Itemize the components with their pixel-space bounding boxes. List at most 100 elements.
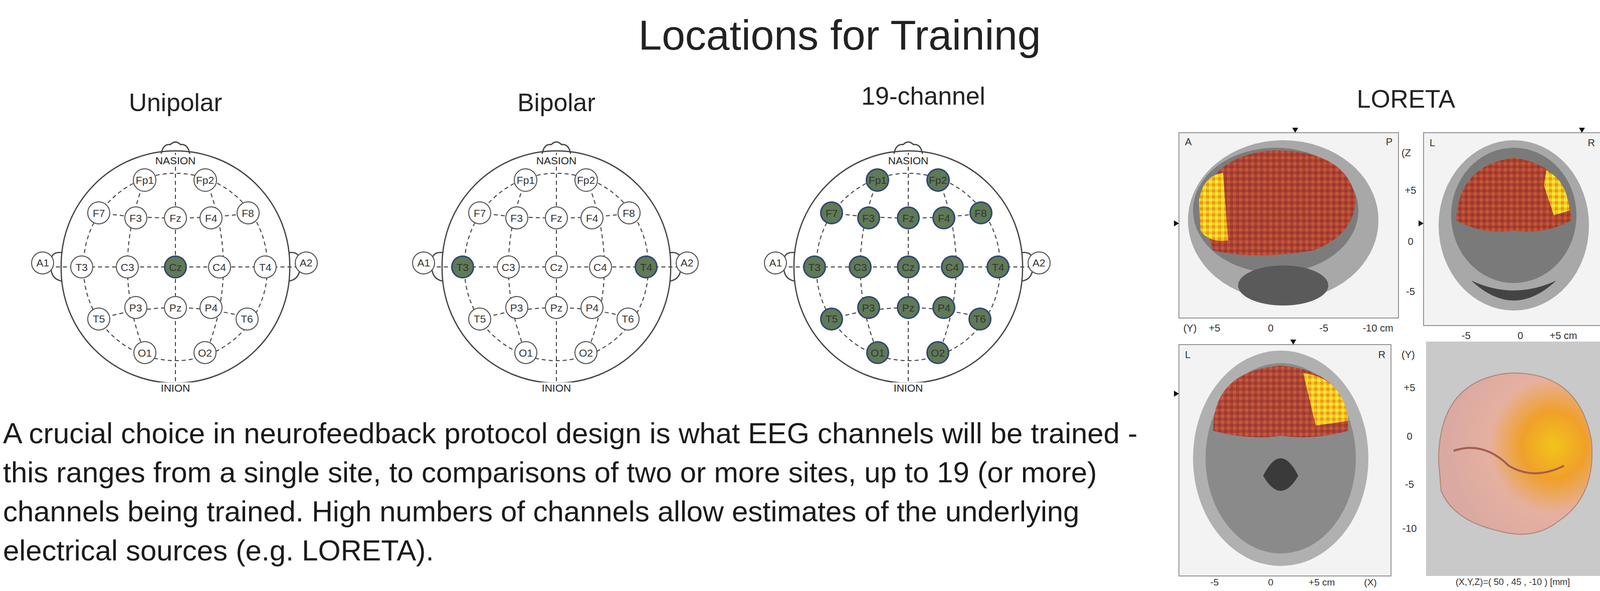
electrode-label: Fz	[550, 213, 562, 224]
electrode-label: O2	[930, 347, 945, 359]
panel-heading: 19-channel	[861, 82, 985, 111]
electrode-circle: T4	[634, 255, 658, 279]
axis-label: L	[1184, 349, 1191, 361]
electrode-circle: Fz	[163, 206, 187, 230]
electrode-circle: F3	[857, 206, 881, 230]
electrode-circle: F4	[199, 206, 223, 230]
panel-heading: LORETA	[1356, 85, 1456, 114]
electrode-circle: P4	[932, 296, 956, 320]
axis-label: (Y)	[1401, 349, 1416, 361]
axis-label: P	[1385, 136, 1393, 148]
electrode-circle: T6	[968, 307, 992, 331]
head-outline	[894, 142, 923, 154]
electrode-label: Fp2	[576, 174, 595, 186]
electrode-label: T3	[808, 262, 821, 273]
electrode-circle: A2	[1027, 251, 1051, 275]
axis-label: 0	[1267, 322, 1274, 334]
electrode-circle: C3	[496, 255, 520, 279]
electrode-label: O1	[137, 347, 152, 359]
electrode-circle: O1	[133, 341, 157, 365]
electrode-circle: P3	[505, 296, 529, 320]
electrode-label: P3	[510, 302, 524, 314]
electrode-label: F3	[862, 213, 875, 224]
electrode-label: T4	[259, 262, 272, 273]
electrode-circle: Fp2	[193, 168, 218, 192]
electrode-circle: C4	[940, 255, 964, 279]
axis-label: (Y)	[1183, 322, 1197, 334]
electrode-label: A1	[417, 257, 431, 269]
electrode-circle: F7	[820, 201, 844, 225]
electrode-label: Pz	[169, 302, 182, 314]
axis-label: -5	[1210, 577, 1220, 589]
electrode-label: P4	[585, 302, 599, 314]
electrode-circle: Fp1	[513, 168, 538, 192]
axis-label: R	[1378, 349, 1386, 361]
electrode-circle: Fz	[544, 206, 568, 230]
electrode-label: F8	[974, 208, 987, 219]
electrode-label: T5	[473, 313, 487, 325]
electrode-label: A1	[768, 257, 782, 269]
head-outline	[793, 150, 1023, 384]
axis-label: +5	[1209, 322, 1221, 334]
electrode-circle: T6	[616, 307, 640, 331]
electrode-label: F8	[622, 208, 636, 219]
electrode-circle: T3	[803, 255, 827, 279]
electrode-circle: Fp1	[865, 168, 890, 192]
electrode-circle: A1	[412, 251, 436, 275]
electrode-circle: P4	[580, 296, 604, 320]
electrode-label: T4	[991, 262, 1005, 273]
electrode-circle: F3	[505, 206, 529, 230]
electrode-circle: T5	[87, 307, 111, 331]
electrode-label: C4	[212, 262, 227, 273]
electrode-label: C4	[945, 262, 959, 273]
electrode-label: O2	[197, 347, 213, 359]
electrode-circle: Fp1	[132, 168, 157, 192]
landmark-label: NASION	[886, 155, 931, 167]
electrode-circle: A2	[294, 251, 318, 275]
electrode-circle: Fp2	[574, 168, 598, 192]
electrode-label: T5	[825, 313, 839, 325]
panel-heading: Bipolar	[517, 89, 596, 117]
electrode-label: O1	[870, 347, 885, 359]
axis-label: (Z	[1401, 147, 1412, 159]
head-outline	[161, 142, 190, 154]
electrode-circle: Pz	[544, 296, 568, 320]
panel-heading: Unipolar	[128, 89, 223, 117]
electrode-circle: Pz	[163, 296, 187, 320]
electrode-circle: F8	[969, 201, 993, 225]
electrode-label: O1	[518, 347, 533, 359]
axis-label: 0	[1407, 236, 1414, 248]
axis-label: A	[1184, 136, 1192, 148]
electrode-circle: T5	[820, 307, 844, 331]
electrode-label: T5	[92, 313, 106, 325]
electrode-circle: Fz	[896, 206, 920, 230]
electrode-label: Pz	[550, 302, 563, 314]
electrode-circle: F7	[87, 201, 111, 225]
electrode-label: F7	[825, 208, 839, 219]
electrode-label: P3	[862, 302, 876, 314]
electrode-label: Fp2	[195, 174, 215, 186]
electrode-label: T4	[640, 262, 653, 273]
electrode-label: F4	[205, 213, 218, 224]
axis-label: +5 cm	[1549, 330, 1577, 342]
axis-label: 0	[1268, 577, 1274, 589]
electrode-label: F7	[473, 208, 487, 219]
electrode-label: T6	[621, 313, 635, 325]
electrode-label: Fp1	[868, 174, 887, 186]
electrode-circle: O2	[926, 341, 950, 365]
electrode-label: Fp1	[135, 174, 154, 186]
axis-label: -5	[1319, 322, 1329, 334]
electrode-circle: O2	[574, 341, 598, 365]
electrode-label: F4	[585, 213, 599, 224]
axis-label: +5	[1405, 184, 1417, 196]
axis-label: 0	[1517, 330, 1523, 342]
electrode-circle: O1	[514, 341, 538, 365]
title: Locations for Training	[638, 12, 1041, 59]
electrode-label: F3	[510, 213, 523, 224]
electrode-label: A1	[36, 257, 50, 269]
electrode-circle: A2	[675, 251, 699, 275]
electrode-label: P4	[204, 302, 218, 314]
electrode-circle: O2	[193, 341, 217, 365]
electrode-label: C3	[120, 262, 135, 273]
axis-label: -5	[1461, 330, 1471, 342]
